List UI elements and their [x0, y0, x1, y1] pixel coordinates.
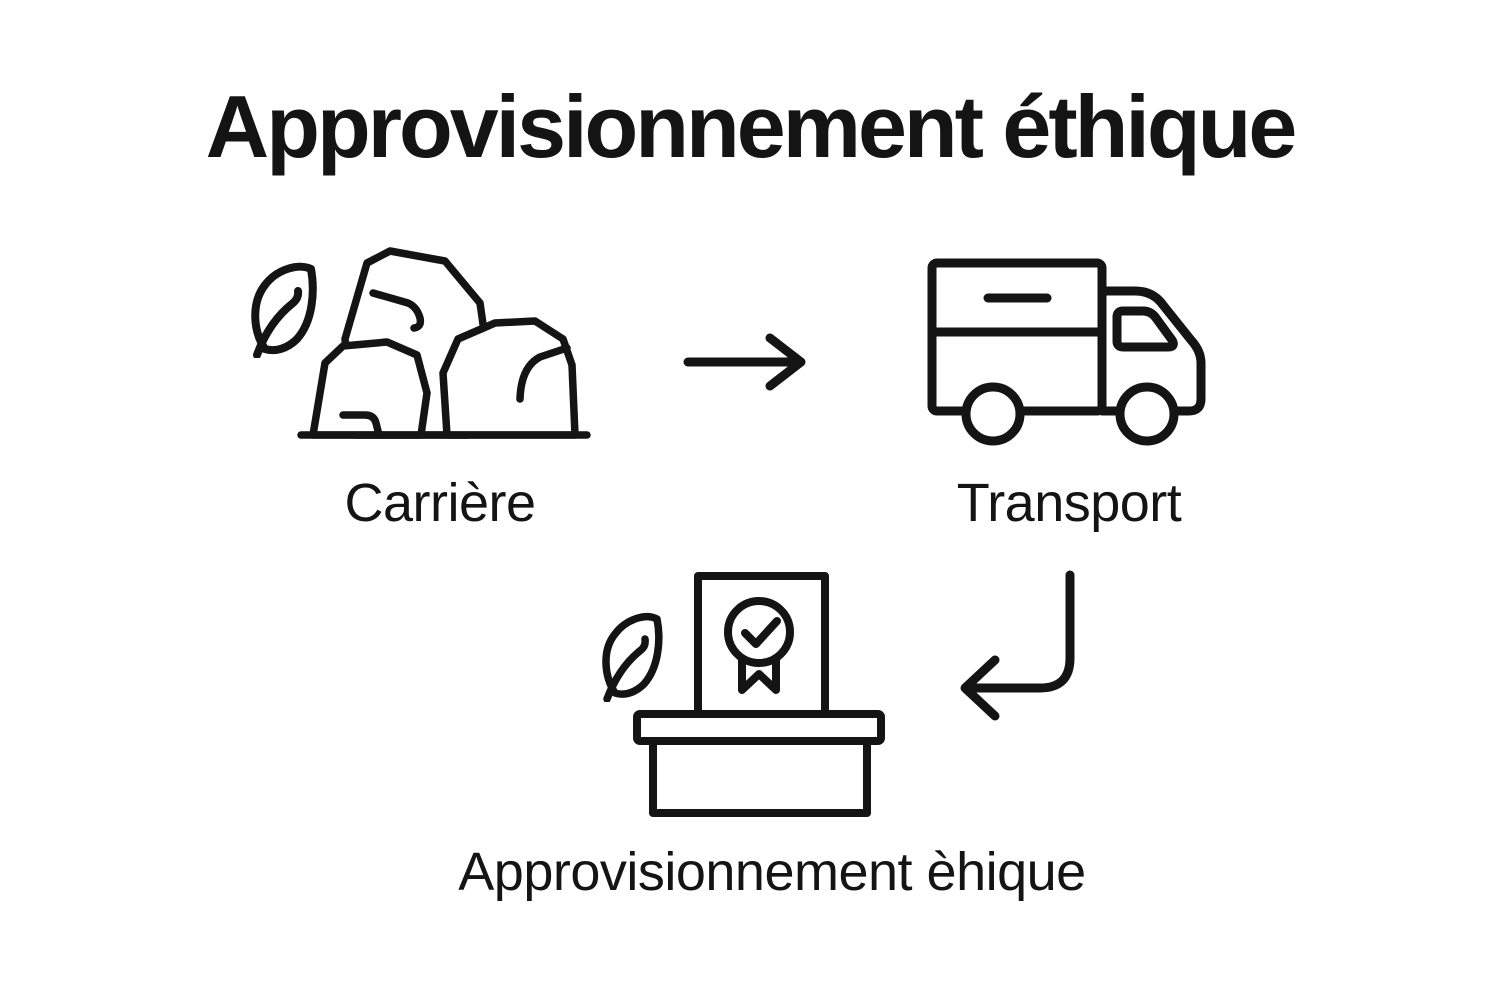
node-label-ethical-sourcing: Approvisionnement èhique [458, 842, 1086, 902]
leaf-icon [251, 262, 317, 358]
node-label-quarry: Carrière [344, 473, 536, 533]
page-title: Approvisionnement éthique [205, 77, 1298, 176]
node-label-transport: Transport [956, 473, 1182, 533]
leaf-icon [602, 612, 663, 702]
certificate-podium-icon [633, 572, 885, 817]
arrow-right-icon [683, 333, 806, 391]
truck-icon [927, 258, 1206, 446]
quarry-rocks-icon [297, 247, 591, 439]
elbow-arrow-icon [960, 570, 1075, 721]
